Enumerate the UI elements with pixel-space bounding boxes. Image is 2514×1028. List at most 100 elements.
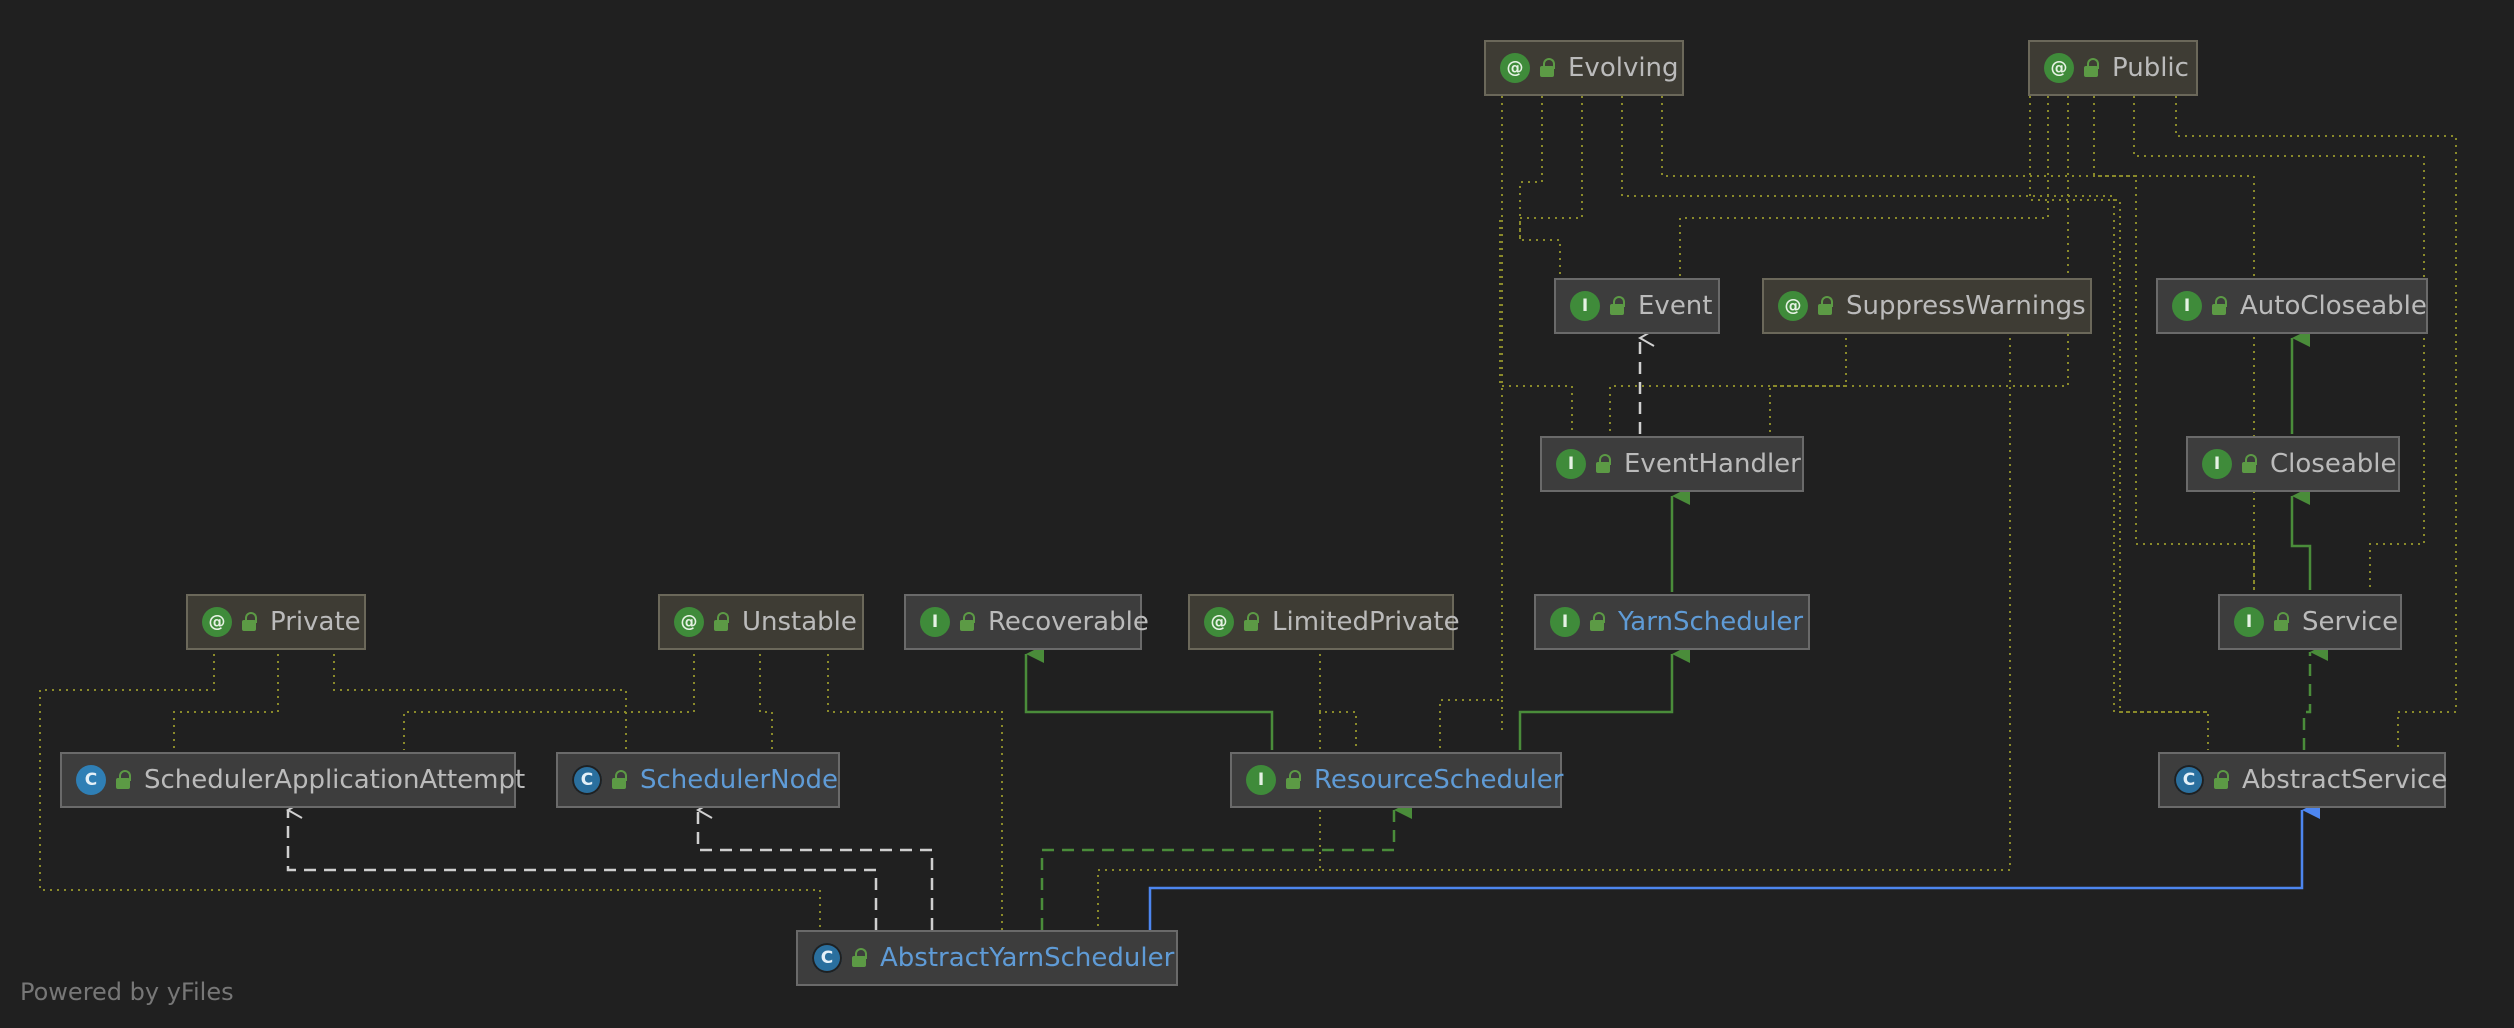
node-label: Closeable [2270,449,2397,479]
edge-abstractservice-service [2302,643,2328,750]
edge-resourcescheduler-yarnscheduler [1518,645,1690,750]
edge-private-saa [39,654,821,930]
node-label: EventHandler [1624,449,1801,479]
node-unstable[interactable]: @ Unstable [658,594,864,650]
node-label: Recoverable [988,607,1149,637]
node-limitedprivate[interactable]: @ LimitedPrivate [1188,594,1460,650]
public-lock-icon [1588,612,1606,632]
node-evolving[interactable]: @ Evolving [1484,40,1684,96]
node-label: SchedulerNode [640,765,839,795]
node-label: AutoCloseable [2240,291,2427,321]
public-lock-icon [610,770,628,790]
edge-public-eventhandler [1609,96,2069,434]
public-lock-icon [1608,296,1626,316]
node-autocloseable[interactable]: I AutoCloseable [2156,278,2428,334]
annotation-icon: @ [2044,53,2074,83]
edge-evolving-rs2 [1439,220,1503,750]
node-resourcescheduler[interactable]: I ResourceScheduler [1230,752,1564,808]
abstract-class-icon: C [572,765,602,795]
node-label: Public [2112,53,2189,83]
abstract-class-icon: C [2174,765,2204,795]
annotation-icon: @ [674,607,704,637]
edge-public-event [1679,96,2049,276]
node-private[interactable]: @ Private [186,594,366,650]
public-lock-icon [1594,454,1612,474]
edge-public-service [2093,96,2255,590]
node-label: AbstractService [2242,765,2448,795]
interface-icon: I [2202,449,2232,479]
interface-icon: I [1556,449,1586,479]
edge-suppress-abstractyarn [1097,338,2011,930]
annotation-icon: @ [1500,53,1530,83]
edge-public-autocloseable [2133,96,2425,590]
node-abstractyarnscheduler[interactable]: C AbstractYarnScheduler [796,930,1178,986]
node-event[interactable]: I Event [1554,278,1720,334]
node-schedulernode[interactable]: C SchedulerNode [556,752,840,808]
edge-evolving-event [1519,96,1561,276]
public-lock-icon [2212,770,2230,790]
edge-abstractyarn-resourcescheduler [1040,801,1412,930]
interface-icon: I [2172,291,2202,321]
public-lock-icon [1538,58,1556,78]
edge-unstable-saa [403,654,695,750]
annotation-icon: @ [1204,607,1234,637]
edge-abstractyarn-saa [288,810,878,930]
public-lock-icon [1242,612,1260,632]
public-lock-icon [958,612,976,632]
annotation-links [39,96,2457,930]
edge-public-closeable [2029,96,2208,713]
dependency-links [288,338,1640,930]
edge-public-abstractservice [2175,96,2457,750]
node-schedulerapplicationattempt[interactable]: C SchedulerApplicationAttempt [60,752,525,808]
edge-resourcescheduler-recoverable [1024,645,1274,750]
node-closeable[interactable]: I Closeable [2186,436,2400,492]
node-recoverable[interactable]: I Recoverable [904,594,1149,650]
implementation-links [1040,643,2328,930]
node-label: Event [1638,291,1713,321]
interface-icon: I [1246,765,1276,795]
public-lock-icon [2240,454,2258,474]
interface-icon: I [2234,607,2264,637]
interface-icon: I [1570,291,1600,321]
node-service[interactable]: I Service [2218,594,2402,650]
edge-abstractyarn-schedulernode [698,810,934,930]
edge-evolving-resourcescheduler [1519,96,1583,240]
edge-service-closeable [2290,487,2312,590]
node-label: ResourceScheduler [1314,765,1564,795]
public-lock-icon [850,948,868,968]
edge-limitedprivate-rs [1319,654,1357,750]
class-icon: C [76,765,106,795]
annotation-icon: @ [202,607,232,637]
public-lock-icon [1816,296,1834,316]
node-yarnscheduler[interactable]: I YarnScheduler [1534,594,1810,650]
edge-suppress-eventhandler [1769,338,1847,434]
annotation-icon: @ [1778,291,1808,321]
public-lock-icon [240,612,258,632]
inheritance-links [1024,329,2312,750]
node-label: Evolving [1568,53,1679,83]
public-lock-icon [2272,612,2290,632]
node-label: SuppressWarnings [1846,291,2086,321]
edge-evolving-abstractservice [1661,96,2255,590]
edge-abstractyarn-abstractservice [1148,801,2320,930]
node-label: Service [2302,607,2399,637]
node-suppresswarnings[interactable]: @ SuppressWarnings [1762,278,2092,334]
public-lock-icon [1284,770,1302,790]
node-label: AbstractYarnScheduler [880,943,1175,973]
node-public[interactable]: @ Public [2028,40,2198,96]
edge-unstable-schedulernode [759,654,773,750]
abstract-class-icon: C [812,943,842,973]
node-label: Unstable [742,607,857,637]
public-lock-icon [2082,58,2100,78]
node-eventhandler[interactable]: I EventHandler [1540,436,1804,492]
node-label: YarnScheduler [1618,607,1804,637]
edge-private-saa2 [173,654,279,750]
edge-evolving-eventhandler [1499,96,1573,434]
node-label: Private [270,607,361,637]
public-lock-icon [2210,296,2228,316]
edge-private-schedulernode [333,654,627,750]
footer-credit: Powered by yFiles [20,978,234,1006]
interface-icon: I [920,607,950,637]
node-abstractservice[interactable]: C AbstractService [2158,752,2448,808]
